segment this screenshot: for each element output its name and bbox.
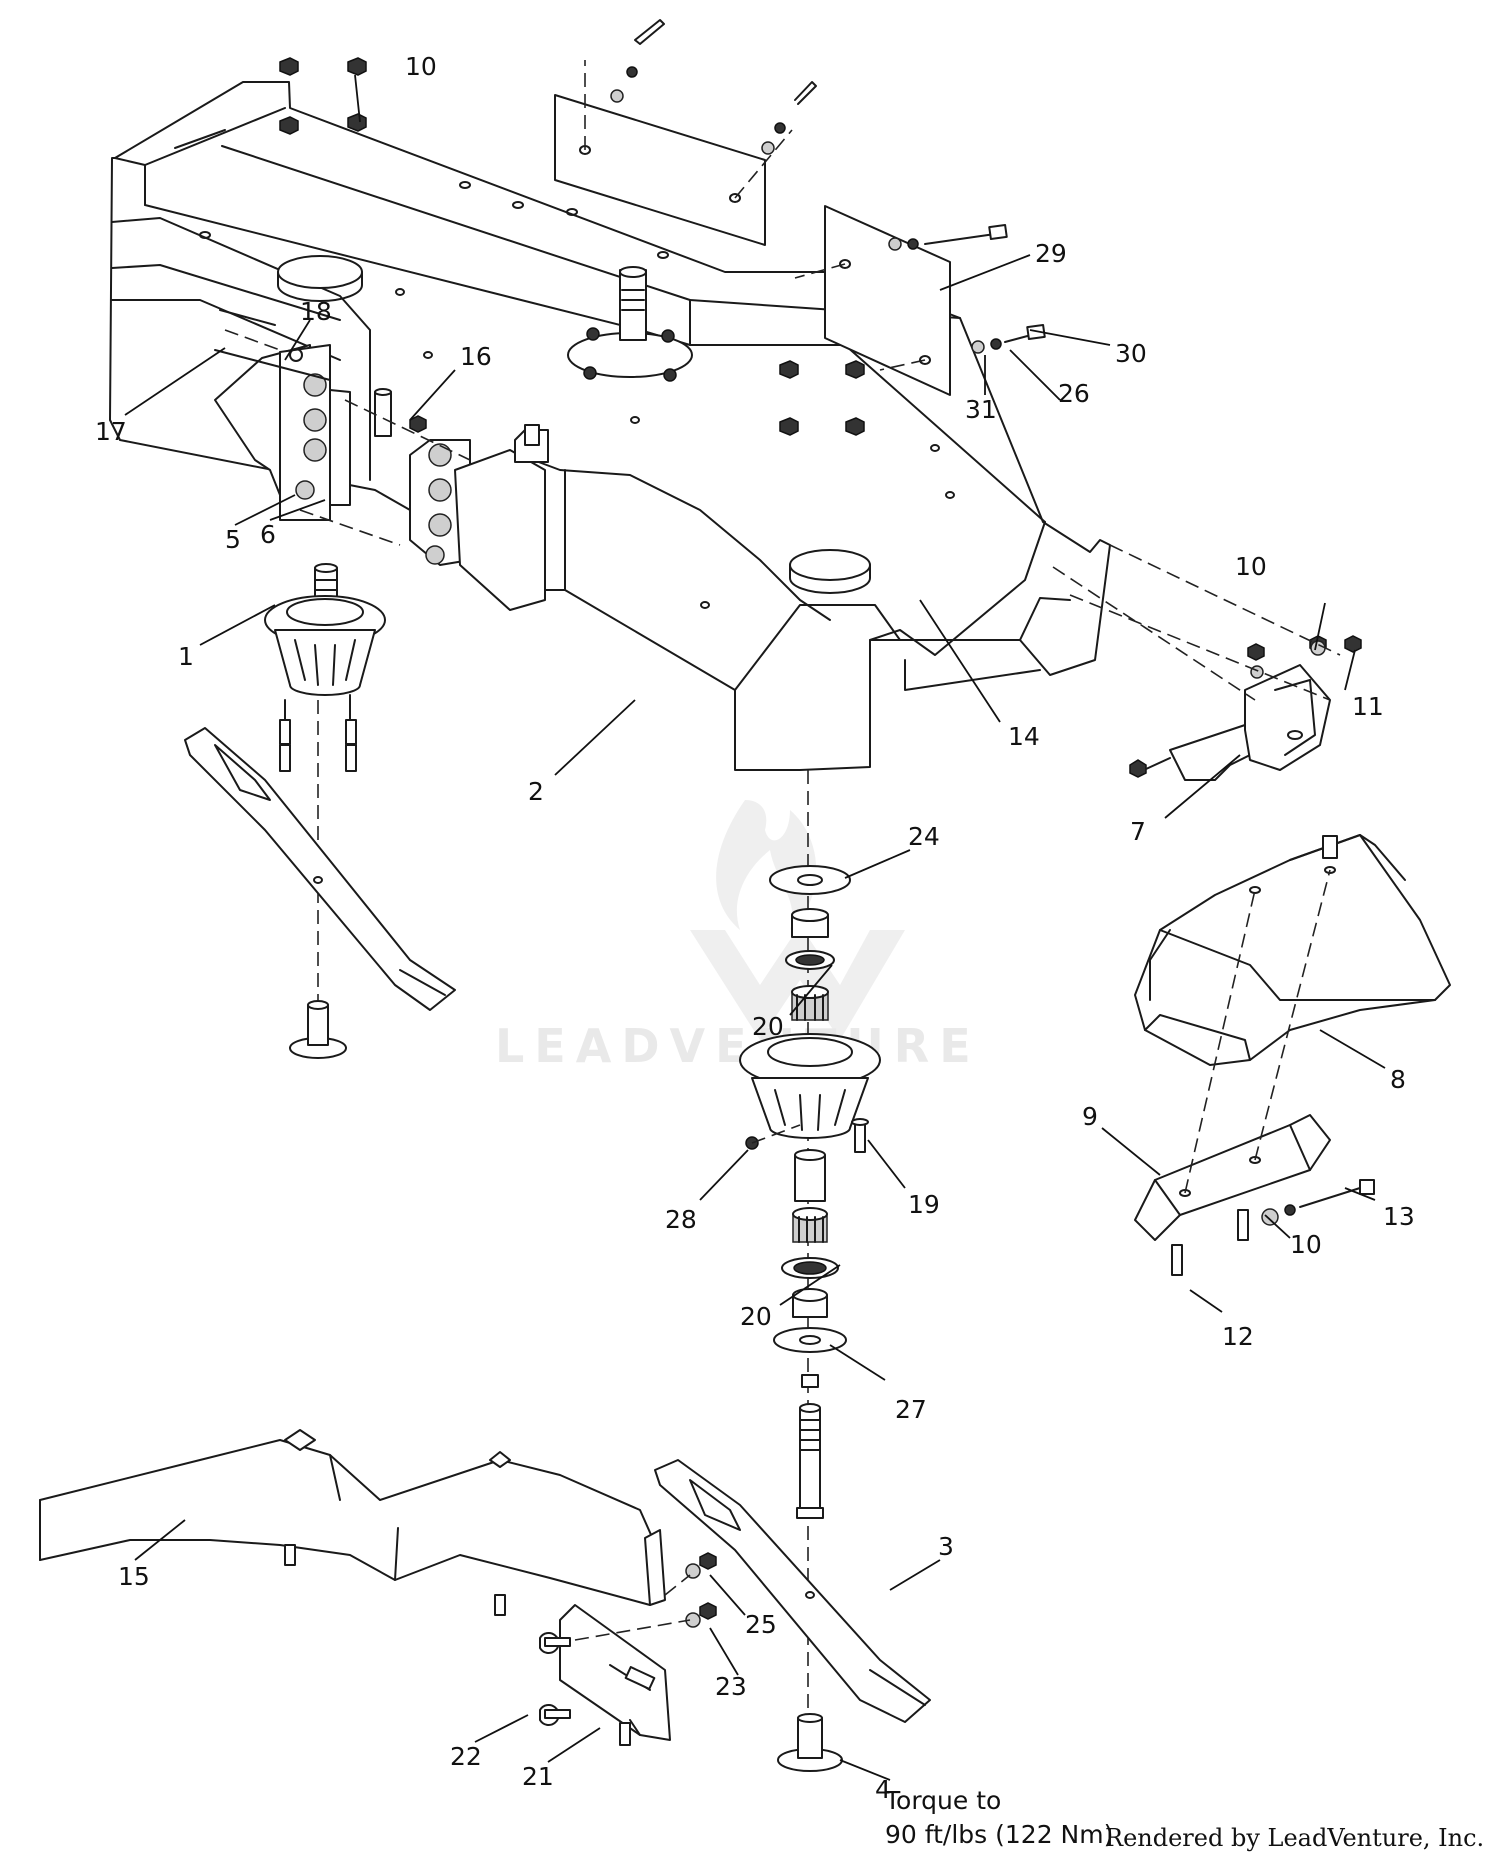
blade-center — [654, 1459, 931, 1723]
callout-27: 27 — [895, 1395, 927, 1424]
callout-25: 25 — [745, 1610, 777, 1639]
callout-21: 21 — [522, 1762, 554, 1791]
deck-spindle-mount — [567, 266, 693, 382]
callout-10-right: 10 — [1235, 552, 1267, 581]
callout-17: 17 — [95, 417, 127, 446]
callout-11: 11 — [1352, 692, 1384, 721]
callout-14: 14 — [1008, 722, 1040, 751]
blade-bolt-center — [777, 1713, 843, 1772]
bolt-17 — [214, 349, 331, 381]
deck-housing — [109, 57, 1111, 771]
nut-group-top — [279, 57, 865, 436]
callout-5: 5 — [225, 525, 241, 554]
callout-28: 28 — [665, 1205, 697, 1234]
render-credit: Rendered by LeadVenture, Inc. — [1105, 1824, 1485, 1852]
callout-18: 18 — [300, 297, 332, 326]
callout-31: 31 — [965, 395, 997, 424]
callout-30: 30 — [1115, 339, 1147, 368]
baffle-plate-upper — [554, 19, 817, 246]
deck-rail-15 — [39, 1429, 666, 1616]
callout-10-top: 10 — [405, 52, 437, 81]
callout-1: 1 — [178, 642, 194, 671]
callout-6: 6 — [260, 520, 276, 549]
callout-4: 4 — [875, 1775, 891, 1804]
rail-bracket-21 — [539, 1552, 717, 1746]
leader-lines — [124, 74, 1386, 1781]
chute-deflector-9 — [1134, 869, 1375, 1276]
callout-23: 23 — [715, 1672, 747, 1701]
torque-note-line-1: Torque to — [885, 1786, 1002, 1815]
watermark-text: LEADVENTURE — [495, 1019, 981, 1073]
callout-22: 22 — [450, 1742, 482, 1771]
callout-29: 29 — [1035, 239, 1067, 268]
callout-2: 2 — [528, 777, 544, 806]
torque-note-line-2: 90 ft/lbs (122 Nm) — [885, 1820, 1114, 1849]
callout-7: 7 — [1130, 817, 1146, 846]
bolt-upper-17 — [219, 309, 276, 326]
callout-9: 9 — [1082, 1102, 1098, 1131]
blade-bolt-left — [289, 1000, 347, 1059]
baffle-plate-29 — [794, 205, 1046, 396]
callout-15: 15 — [118, 1562, 150, 1591]
callout-26: 26 — [1058, 379, 1090, 408]
pivot-bracket-right — [224, 329, 549, 611]
callout-20-lower: 20 — [740, 1302, 772, 1331]
callout-3: 3 — [938, 1532, 954, 1561]
callout-16: 16 — [460, 342, 492, 371]
callout-13: 13 — [1383, 1202, 1415, 1231]
callout-24: 24 — [908, 822, 940, 851]
watermark: LEADVENTURE — [495, 800, 981, 1073]
spindle-assembly-left — [264, 563, 386, 1000]
callout-8: 8 — [1390, 1065, 1406, 1094]
pivot-bracket-left — [214, 344, 392, 521]
spindle-assembly-center — [739, 770, 881, 1730]
blade-left — [184, 727, 456, 1011]
callout-labels: 1 2 3 4 5 6 7 8 9 10 10 10 11 12 13 14 1… — [95, 52, 1415, 1804]
chute-bracket-7 — [1052, 544, 1362, 781]
callout-20-upper: 20 — [752, 1012, 784, 1041]
callout-10-lower: 10 — [1290, 1230, 1322, 1259]
callout-19: 19 — [908, 1190, 940, 1219]
discharge-chute-8 — [1134, 834, 1451, 1066]
callout-12: 12 — [1222, 1322, 1254, 1351]
